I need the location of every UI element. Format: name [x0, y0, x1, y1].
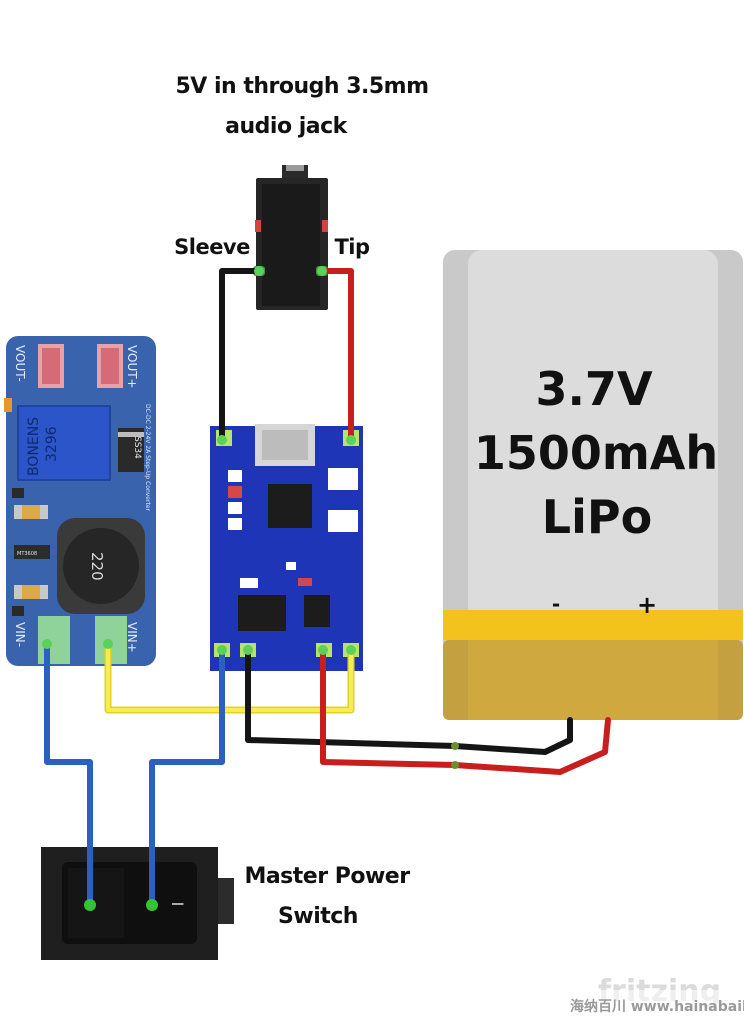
switch-label-1: Master Power: [244, 864, 410, 889]
vin-minus-label: VIN-: [13, 622, 27, 647]
battery-capacity: 1500mAh: [474, 426, 718, 480]
vin-plus-label: VIN+: [125, 622, 139, 653]
wire-endpoints: [42, 266, 459, 911]
battery-voltage: 3.7V: [535, 362, 652, 416]
wire-tip-red: [319, 268, 354, 443]
pot-model: 3296: [44, 426, 60, 462]
switch-label-2: Switch: [278, 904, 358, 929]
wires: [44, 268, 611, 908]
boost-converter-board: [4, 336, 156, 666]
audio-jack: [253, 165, 328, 310]
diode-label: SS34: [132, 436, 142, 459]
wire-blue-out-minus: [149, 647, 225, 908]
battery-pos-label: +: [637, 591, 657, 619]
vout-plus-label: VOUT+: [125, 345, 139, 389]
tip-label: Tip: [334, 235, 370, 259]
title-line-2: audio jack: [225, 114, 348, 139]
pot-brand: BONENS: [26, 417, 42, 476]
vout-minus-label: VOUT-: [13, 345, 27, 382]
battery-chemistry: LiPo: [542, 490, 652, 544]
battery-neg-label: -: [552, 592, 560, 616]
inductor-label: 220: [88, 552, 106, 581]
board-desc: DC-DC 2-24V 2A Step-Up Converter: [144, 404, 151, 511]
charger-board: [210, 424, 363, 671]
switch-on-mark: I: [168, 902, 187, 907]
wire-battery-black: [245, 647, 573, 755]
wire-yellow-inner: [106, 642, 353, 712]
chip-label: MT3608: [17, 551, 37, 557]
watermark-cn: 海纳百川 www.hainabaike.com: [570, 998, 744, 1015]
wire-sleeve-black: [219, 268, 262, 443]
power-switch: [41, 847, 234, 960]
wire-battery-red: [320, 647, 611, 775]
title-line-1: 5V in through 3.5mm: [175, 74, 428, 99]
wire-blue-vin-minus: [44, 641, 93, 908]
lipo-battery: [443, 250, 743, 720]
sleeve-label: Sleeve: [174, 235, 250, 259]
